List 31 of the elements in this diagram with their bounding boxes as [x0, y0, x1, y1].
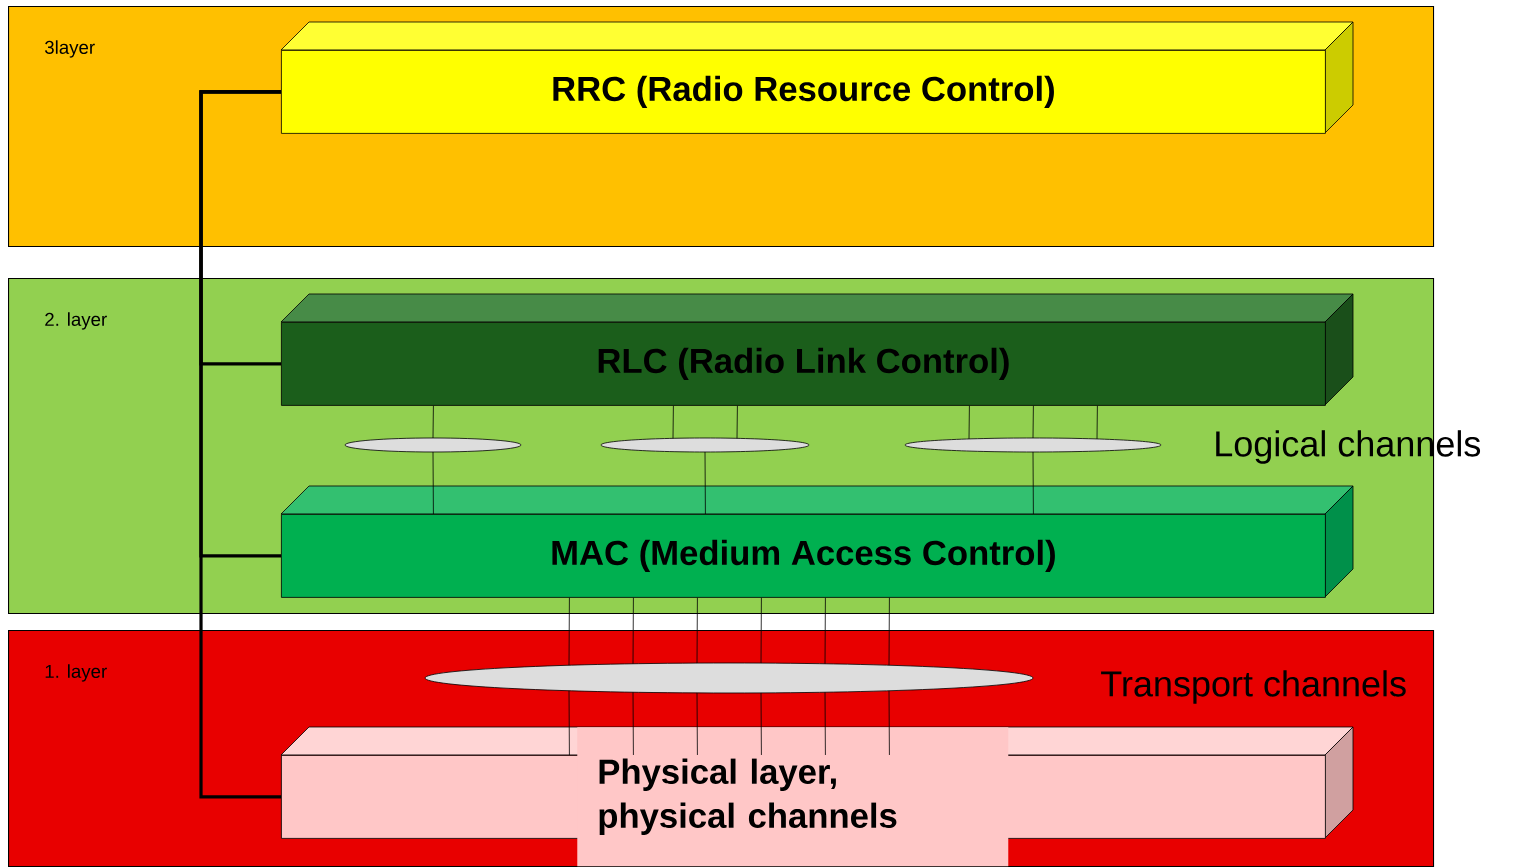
connector-line — [1032, 405, 1034, 439]
connector-line — [968, 405, 970, 440]
connector-line — [1096, 405, 1098, 440]
connector-line — [672, 405, 674, 439]
channel-label: Transport channels — [1101, 670, 1406, 704]
connector-line — [632, 597, 634, 665]
connector-line — [1032, 451, 1034, 515]
channel-ellipse — [600, 437, 810, 453]
connector-line — [432, 405, 434, 439]
connector-line — [824, 691, 826, 756]
connector-line — [199, 90, 281, 799]
connector-line — [824, 597, 826, 665]
channel-ellipse — [344, 437, 522, 453]
connector-line — [760, 692, 762, 756]
connector-line — [696, 597, 698, 664]
connector-line — [760, 597, 762, 664]
layer-block: MAC (Medium Access Control) — [280, 485, 1354, 598]
connector-line — [568, 690, 570, 756]
connector-line — [888, 690, 890, 756]
layer-block: RRC (Radio Resource Control) — [280, 21, 1354, 134]
layer-block: RLC (Radio Link Control) — [280, 293, 1354, 406]
connector-line — [432, 451, 434, 515]
connector-line — [888, 597, 890, 666]
channel-ellipse — [424, 662, 1034, 694]
layer-block: Physical layer, physical channels — [280, 726, 1354, 867]
connector-line — [704, 451, 706, 515]
connector-line — [696, 692, 698, 756]
connector-line — [736, 405, 738, 439]
connector-line — [568, 597, 570, 666]
channel-ellipse — [904, 437, 1162, 453]
connector-line — [632, 691, 634, 756]
